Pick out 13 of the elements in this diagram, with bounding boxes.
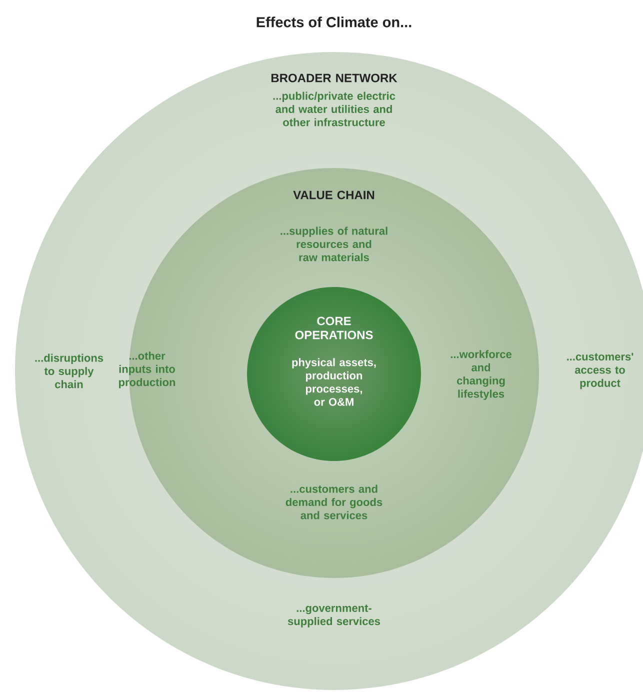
heading: VALUE CHAIN	[293, 190, 374, 200]
description-text: ...customers' access to product	[567, 352, 634, 390]
heading: CORE OPERATIONS	[295, 316, 373, 340]
description-text: ...supplies of natural resources and raw materials	[280, 226, 388, 262]
description-text: ...other inputs into production	[119, 352, 176, 388]
description-text: ...public/private electric and water utilities and other infrastructure	[273, 92, 396, 126]
description-text: ...government-supplied services	[288, 604, 380, 628]
description-text: physical assets, production processes, or O&M	[292, 358, 376, 406]
description-text: ...disruptions to supply chain	[35, 354, 104, 388]
description-text: ...customers and demand for goods and services	[286, 484, 382, 520]
title: Effects of Climate on...	[256, 16, 412, 28]
heading: BROADER NETWORK	[271, 74, 398, 82]
description-text: ...workforce and changing lifestyles	[450, 350, 512, 400]
